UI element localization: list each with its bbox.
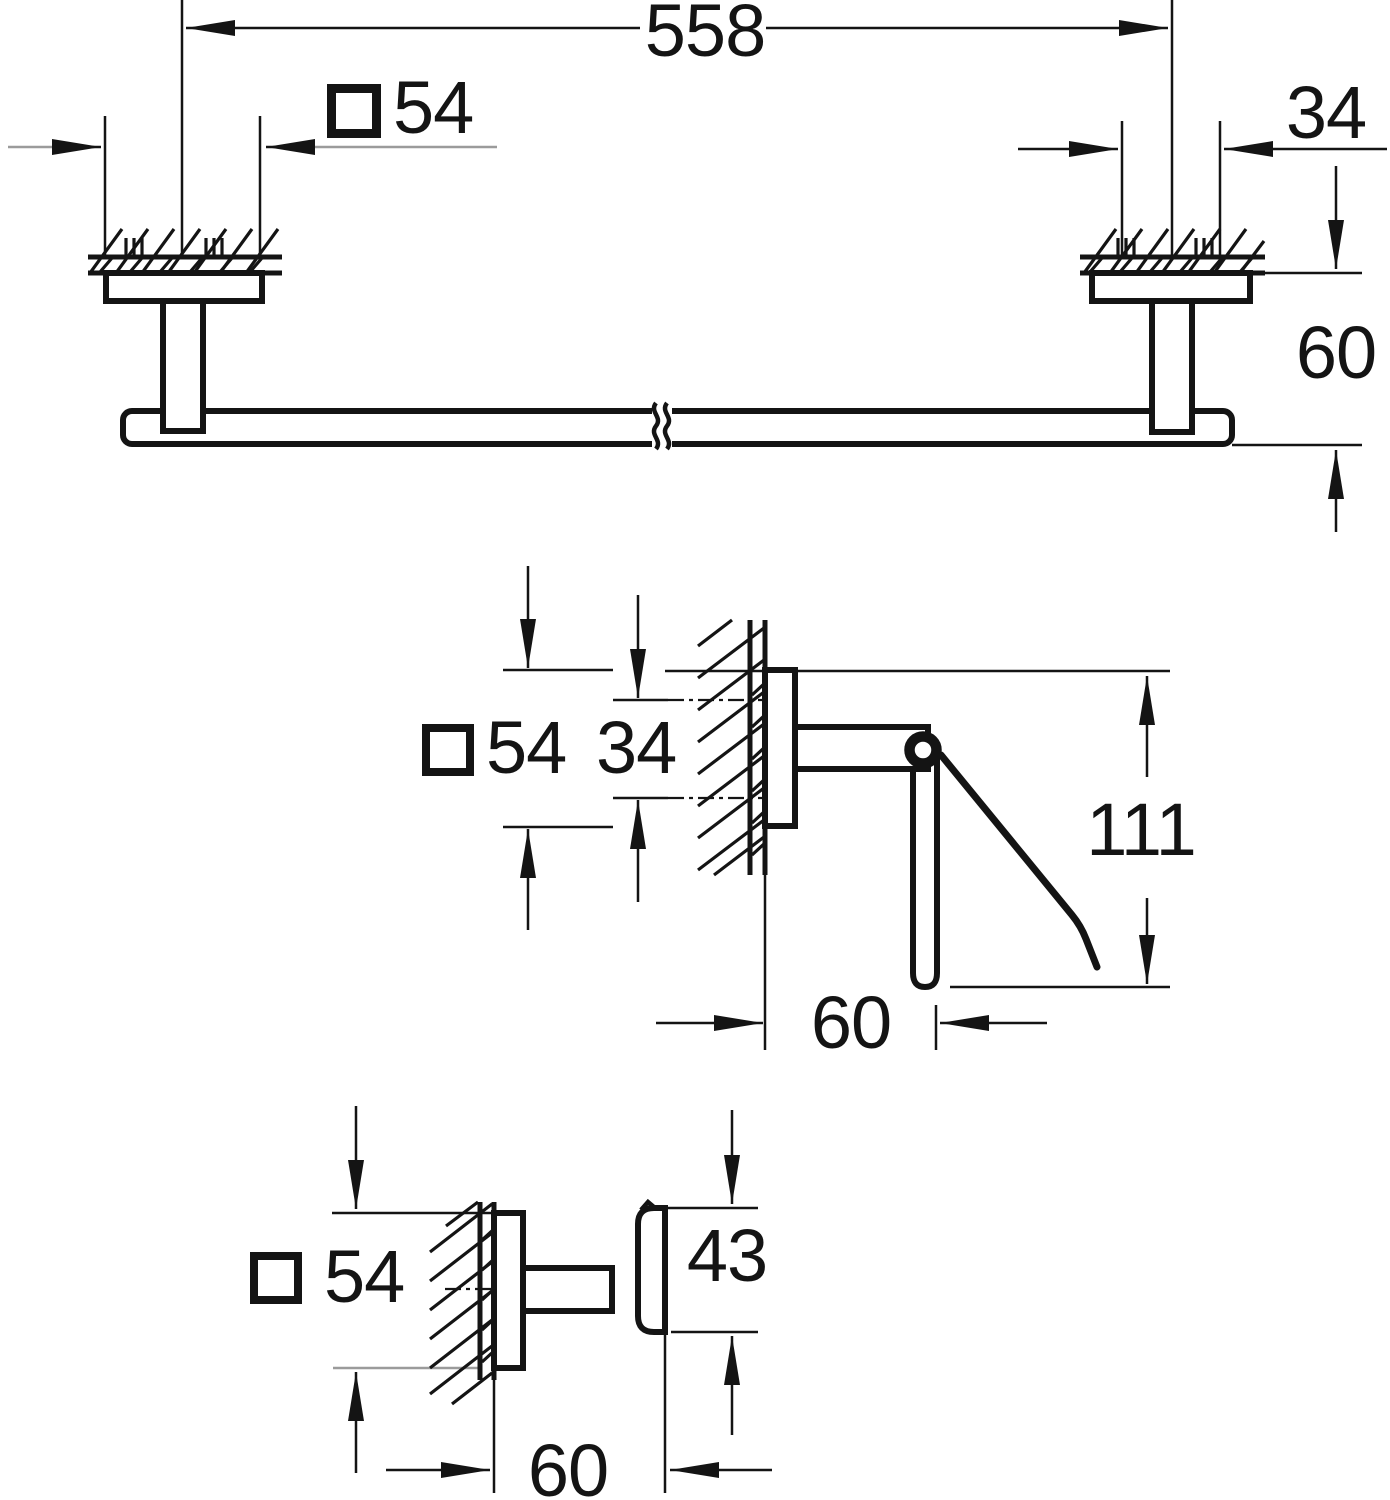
towel-bar-square-dim: 54 [393,66,474,149]
paper-holder-height-dim: 111 [1086,788,1196,871]
hook-square-dim: 54 [324,1235,405,1318]
square-symbol-icon [250,1252,302,1304]
paper-holder-offset-dim: 34 [596,706,677,789]
towel-bar-offset-dim: 34 [1285,71,1367,154]
hook-view [332,1106,772,1493]
towel-bar-length-dim: 558 [644,0,766,72]
paper-holder-view [503,566,1170,1050]
hook-projection-dim: 60 [527,1429,609,1500]
paper-holder-projection-dim: 60 [810,981,892,1064]
square-symbol-icon [327,84,381,138]
paper-holder-square-dim: 54 [486,706,567,789]
towel-bar-projection-dim: 60 [1295,311,1377,394]
square-symbol-icon [422,724,474,776]
towel-bar-view [8,0,1387,532]
hook-head-height-dim: 43 [686,1214,768,1297]
